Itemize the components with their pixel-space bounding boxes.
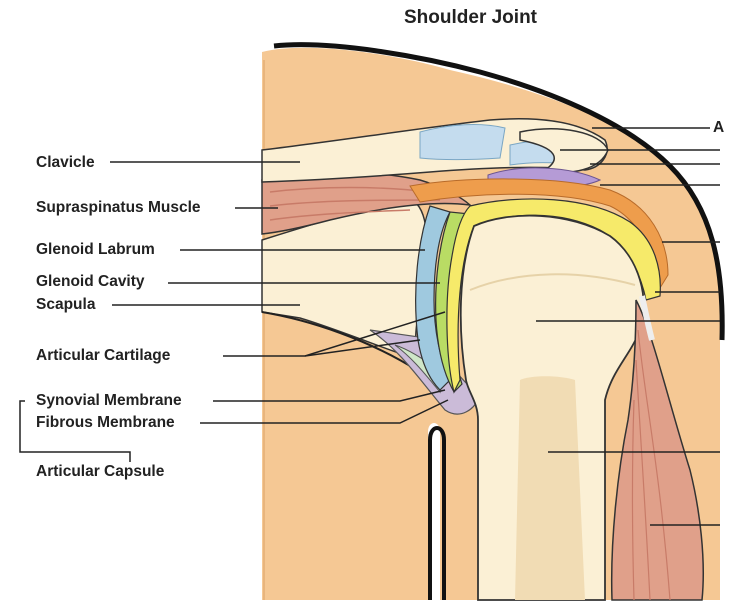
label-articular-cartilage: Articular Cartilage bbox=[36, 347, 171, 364]
label-supraspinatus-muscle: Supraspinatus Muscle bbox=[36, 199, 201, 216]
biceps-stripes bbox=[631, 329, 671, 601]
label-clavicle: Clavicle bbox=[36, 154, 95, 171]
label-articular-capsule: Articular Capsule bbox=[36, 463, 165, 480]
label-fibrous-membrane: Fibrous Membrane bbox=[36, 414, 175, 431]
armpit-outline bbox=[428, 426, 446, 600]
right-leader-lines bbox=[536, 127, 720, 526]
biceps-tendon bbox=[639, 295, 655, 341]
epiphyseal-line bbox=[469, 273, 636, 291]
label-synovial-membrane: Synovial Membrane bbox=[36, 392, 182, 409]
skin-outline bbox=[273, 42, 725, 341]
left-leader-lines bbox=[19, 161, 449, 462]
label-scapula: Scapula bbox=[36, 296, 96, 313]
label-glenoid-labrum: Glenoid Labrum bbox=[36, 241, 155, 258]
label-right-partial-a: A bbox=[713, 119, 725, 136]
diagram-title: Shoulder Joint bbox=[404, 7, 537, 28]
rotator-cuff-tendon bbox=[409, 178, 669, 290]
label-glenoid-cavity: Glenoid Cavity bbox=[36, 273, 145, 290]
scapula-lower-edge bbox=[261, 311, 421, 373]
humerus-marrow bbox=[515, 376, 585, 600]
ac-ligament bbox=[419, 124, 506, 160]
